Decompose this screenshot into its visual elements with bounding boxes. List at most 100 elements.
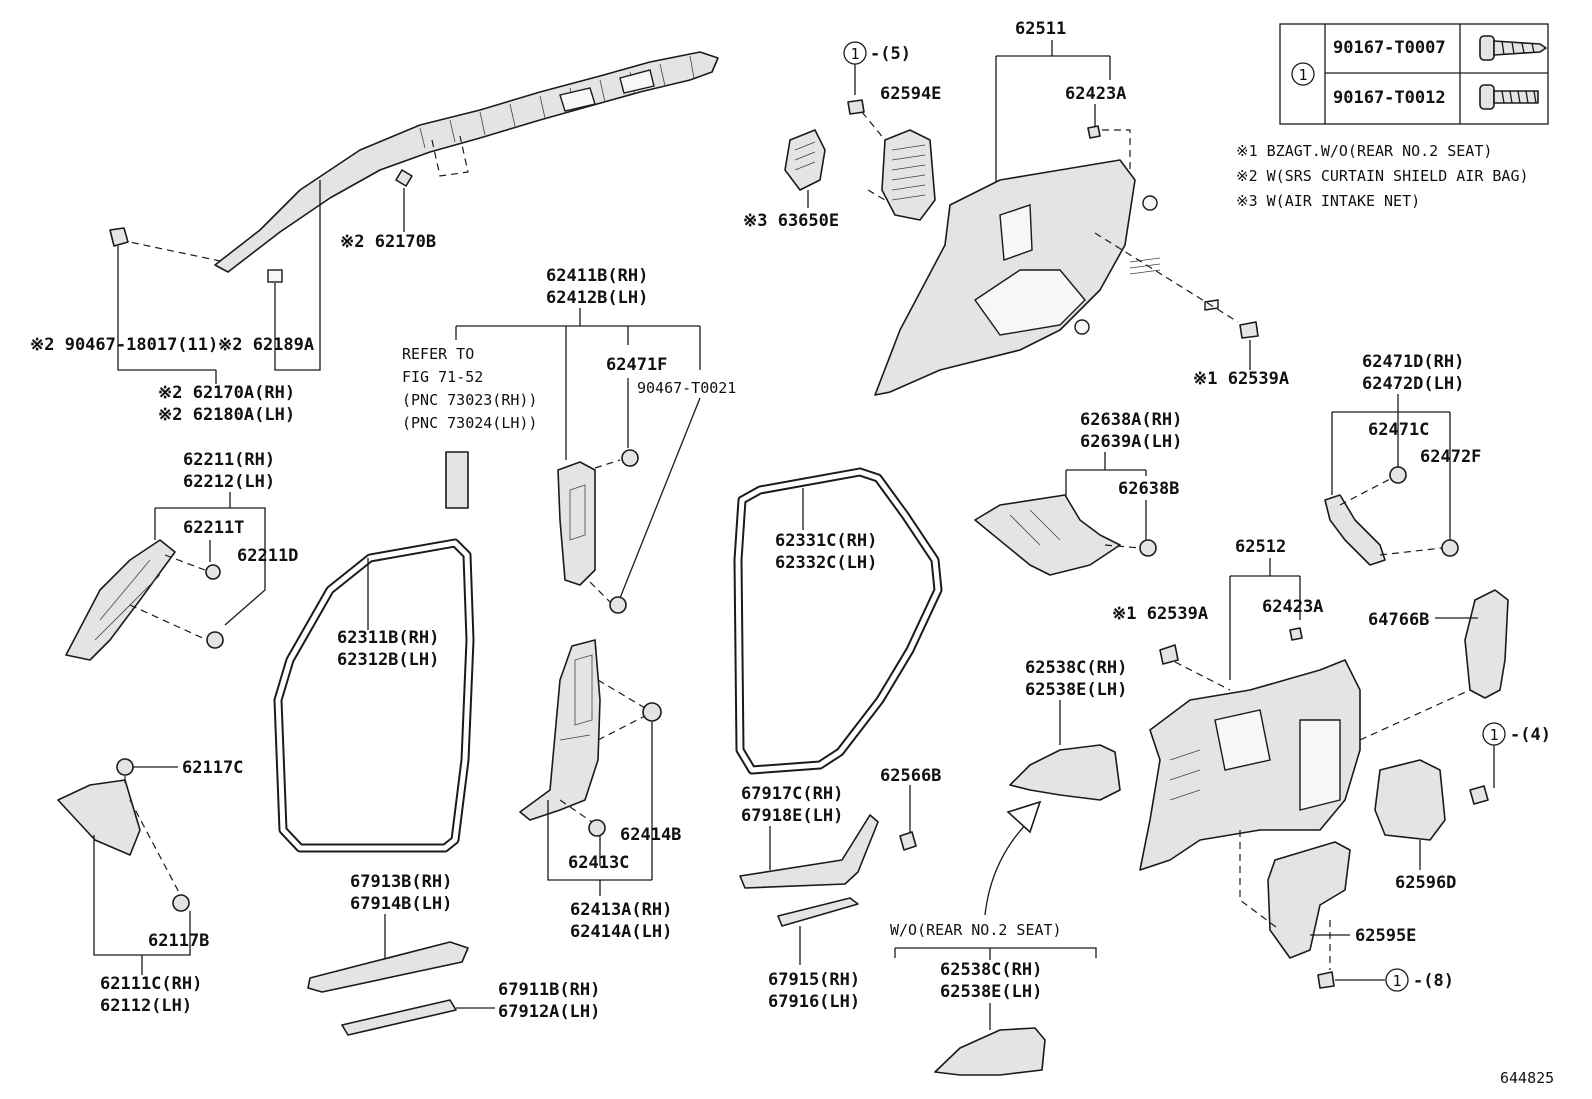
label-62639A: 62639A(LH) bbox=[1080, 432, 1182, 452]
label-62539A-top: ※1 62539A bbox=[1193, 369, 1289, 389]
refer-line-1: REFER TO bbox=[402, 345, 474, 363]
refer-line-4: (PNC 73024(LH)) bbox=[402, 414, 537, 432]
label-ref-4: -(4) bbox=[1510, 725, 1551, 745]
label-67916: 67916(LH) bbox=[768, 992, 860, 1012]
note-2: ※2 W(SRS CURTAIN SHIELD AIR BAG) bbox=[1236, 167, 1529, 185]
label-62538E-a: 62538E(LH) bbox=[1025, 680, 1127, 700]
clip-62423A-icon bbox=[1087, 125, 1101, 139]
screw-long-icon bbox=[1479, 84, 1539, 110]
side-panel-cover bbox=[1464, 589, 1509, 699]
label-67915: 67915(RH) bbox=[768, 970, 860, 990]
label-ref-8: -(8) bbox=[1413, 971, 1454, 991]
clip-62638B-icon bbox=[1139, 539, 1157, 557]
label-62538C-b: 62538C(RH) bbox=[940, 960, 1042, 980]
label-62472D: 62472D(LH) bbox=[1362, 374, 1464, 394]
label-67913B: 67913B(RH) bbox=[350, 872, 452, 892]
label-62411B: 62411B(RH) bbox=[546, 266, 648, 286]
label-63650E: ※3 63650E bbox=[743, 211, 839, 231]
label-67917C: 67917C(RH) bbox=[741, 784, 843, 804]
label-62211: 62211(RH) bbox=[183, 450, 275, 470]
label-62538C-a: 62538C(RH) bbox=[1025, 658, 1127, 678]
air-intake-net bbox=[784, 129, 826, 191]
rear-seat-side-garnish bbox=[1009, 744, 1121, 801]
cowl-side-trim bbox=[57, 779, 141, 856]
label-62311B: 62311B(RH) bbox=[337, 628, 439, 648]
clip-icon bbox=[206, 631, 224, 649]
reference-arrow bbox=[984, 819, 1031, 916]
label-62211T: 62211T bbox=[183, 518, 244, 538]
label-ref-5: -(5) bbox=[870, 44, 911, 64]
luggage-hook-bracket bbox=[1324, 494, 1386, 566]
label-62180A: ※2 62180A(LH) bbox=[158, 405, 295, 425]
label-62596D: 62596D bbox=[1395, 873, 1456, 893]
label-90467-18017: ※2 90467-18017(11) bbox=[30, 335, 218, 355]
label-62412B: 62412B(LH) bbox=[546, 288, 648, 308]
label-62170A: ※2 62170A(RH) bbox=[158, 383, 295, 403]
label-62566B: 62566B bbox=[880, 766, 941, 786]
clip-62539A-icon bbox=[1239, 321, 1259, 339]
label-62117C: 62117C bbox=[182, 758, 243, 778]
deck-side-trim-cover bbox=[1267, 841, 1351, 959]
label-90467-T0021: 90467-T0021 bbox=[637, 379, 736, 397]
label-67914B: 67914B(LH) bbox=[350, 894, 452, 914]
clip-62539A-mid-icon bbox=[1159, 644, 1179, 665]
label-67912A: 67912A(LH) bbox=[498, 1002, 600, 1022]
label-62423A-top: 62423A bbox=[1065, 84, 1126, 104]
label-62423A-mid: 62423A bbox=[1262, 597, 1323, 617]
screw-icon bbox=[1469, 785, 1489, 805]
clip-62117C-icon bbox=[116, 758, 134, 776]
front-scuff-plate-inner bbox=[307, 941, 469, 993]
rear-step-plate bbox=[777, 897, 859, 927]
seat-belt-guide bbox=[445, 451, 469, 509]
label-62414B: 62414B bbox=[620, 825, 681, 845]
label-62471D: 62471D(RH) bbox=[1362, 352, 1464, 372]
label-62331C: 62331C(RH) bbox=[775, 531, 877, 551]
label-62312B: 62312B(LH) bbox=[337, 650, 439, 670]
label-62472F: 62472F bbox=[1420, 447, 1481, 467]
label-62112: 62112(LH) bbox=[100, 996, 192, 1016]
refer-line-2: FIG 71-52 bbox=[402, 368, 483, 386]
figure-id: 644825 bbox=[1500, 1069, 1554, 1087]
circle-ref-8-num: 1 bbox=[1392, 972, 1401, 990]
label-62539A-mid: ※1 62539A bbox=[1112, 604, 1208, 624]
label-64766B: 64766B bbox=[1368, 610, 1429, 630]
label-62471C: 62471C bbox=[1368, 420, 1429, 440]
center-pillar-lower-garnish bbox=[519, 639, 601, 821]
jack-cover bbox=[1374, 759, 1446, 841]
clip-62414B-icon bbox=[642, 702, 662, 722]
label-62117B: 62117B bbox=[148, 931, 209, 951]
label-62638A: 62638A(RH) bbox=[1080, 410, 1182, 430]
label-62211D: 62211D bbox=[237, 546, 298, 566]
a-pillar-garnish bbox=[65, 539, 176, 661]
curtain-shield-airbag-assembly bbox=[214, 51, 719, 283]
label-62332C: 62332C(LH) bbox=[775, 553, 877, 573]
clip-62472F-icon bbox=[1441, 539, 1459, 557]
air-duct-cover bbox=[881, 129, 936, 221]
label-62413C: 62413C bbox=[568, 853, 629, 873]
label-62111C: 62111C(RH) bbox=[100, 974, 202, 994]
legend-symbol: 1 bbox=[1298, 66, 1307, 84]
circle-ref-5-num: 1 bbox=[850, 45, 859, 63]
rear-door-scuff-plate bbox=[739, 814, 879, 889]
label-62511: 62511 bbox=[1015, 19, 1066, 39]
label-62170B: ※2 62170B bbox=[340, 232, 436, 252]
legend-circle-symbol-icon bbox=[1291, 62, 1315, 86]
note-1: ※1 BZAGT.W/O(REAR NO.2 SEAT) bbox=[1236, 142, 1492, 160]
label-62414A: 62414A(LH) bbox=[570, 922, 672, 942]
circle-ref-icon bbox=[1385, 968, 1409, 992]
legend-table: 1 90167-T0007 90167-T0012 bbox=[1279, 23, 1549, 125]
label-62512: 62512 bbox=[1235, 537, 1286, 557]
label-62471F: 62471F bbox=[606, 355, 667, 375]
circle-ref-4-num: 1 bbox=[1489, 726, 1498, 744]
label-62212: 62212(LH) bbox=[183, 472, 275, 492]
front-scuff-plate-outer bbox=[341, 999, 457, 1036]
legend-part-1: 90167-T0007 bbox=[1333, 38, 1446, 58]
screw-short-icon bbox=[1479, 35, 1547, 61]
label-62595E: 62595E bbox=[1355, 926, 1416, 946]
screw-icon bbox=[1317, 971, 1335, 989]
note-3: ※3 W(AIR INTAKE NET) bbox=[1236, 192, 1420, 210]
label-67918E: 67918E(LH) bbox=[741, 806, 843, 826]
center-pillar-upper-garnish bbox=[557, 461, 596, 586]
legend-part-2: 90167-T0012 bbox=[1333, 88, 1446, 108]
